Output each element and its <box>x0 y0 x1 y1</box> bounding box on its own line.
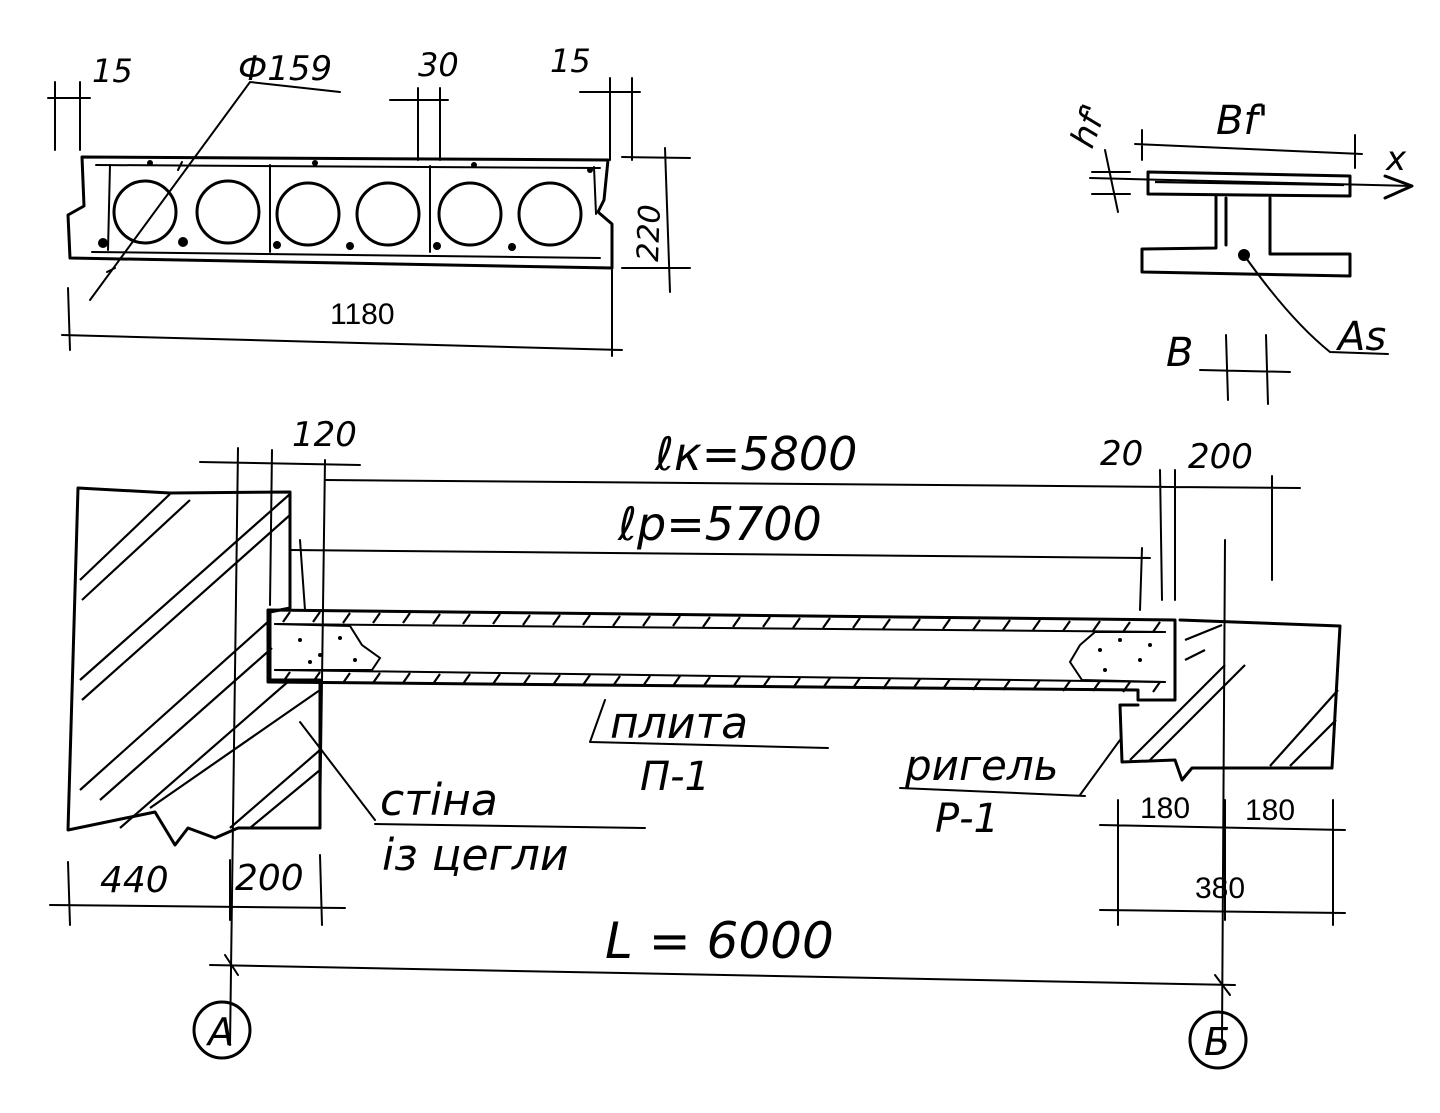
dim-width: 1180 <box>330 298 395 331</box>
axis-bubble-a <box>192 1000 252 1060</box>
dim-gap-20: 20 <box>1100 434 1143 474</box>
elevation-dimensions <box>49 447 1346 1046</box>
bf-label: Bf' <box>1216 98 1269 144</box>
dim-beam-200: 200 <box>1188 437 1253 477</box>
dim-180-right: 180 <box>1245 794 1295 827</box>
dim-380: 380 <box>1195 872 1245 905</box>
b-label: B <box>1166 330 1193 376</box>
dim-lk: ℓк=5800 <box>654 427 857 481</box>
dim-wall-200: 200 <box>235 858 304 899</box>
dim-hole-diameter: Ф159 <box>238 49 332 89</box>
axis-label-b: Б <box>1204 1020 1230 1064</box>
axis-markers <box>192 1000 1248 1070</box>
dim-180-left: 180 <box>1140 792 1190 825</box>
slab-section-labels: 15 Ф159 30 15 220 1180 <box>92 42 668 331</box>
wall-label-line2: із цегли <box>382 830 568 881</box>
dim-height: 220 <box>631 204 668 262</box>
slab-name: плита <box>610 698 748 749</box>
beam-rigel <box>1118 618 1342 782</box>
beam-name: ригель <box>904 741 1058 790</box>
axis-x-label: x <box>1385 139 1407 179</box>
slab-code: П-1 <box>640 754 710 800</box>
axis-label-a: А <box>205 1010 234 1054</box>
dim-lp: ℓр=5700 <box>617 497 822 551</box>
tee-section <box>1089 129 1414 405</box>
dim-edge-right: 15 <box>550 42 591 80</box>
axis-bubble-b <box>1188 1010 1248 1070</box>
dim-wall-440: 440 <box>100 860 169 901</box>
wall-label-line1: стіна <box>380 775 498 826</box>
dim-rib: 30 <box>418 46 459 84</box>
slab-cross-section <box>47 77 691 357</box>
as-label: As <box>1335 314 1386 360</box>
slab-elevation <box>266 608 1177 702</box>
dim-edge-left: 15 <box>92 52 133 90</box>
span-L: L = 6000 <box>605 912 834 970</box>
hf-label: hf' <box>1063 99 1115 153</box>
elevation-labels: 120 ℓк=5800 ℓр=5700 20 200 плита П-1 риг… <box>100 415 1295 1064</box>
brick-wall <box>66 486 322 847</box>
dim-bearing-120: 120 <box>292 415 357 455</box>
beam-code: Р-1 <box>935 796 999 842</box>
